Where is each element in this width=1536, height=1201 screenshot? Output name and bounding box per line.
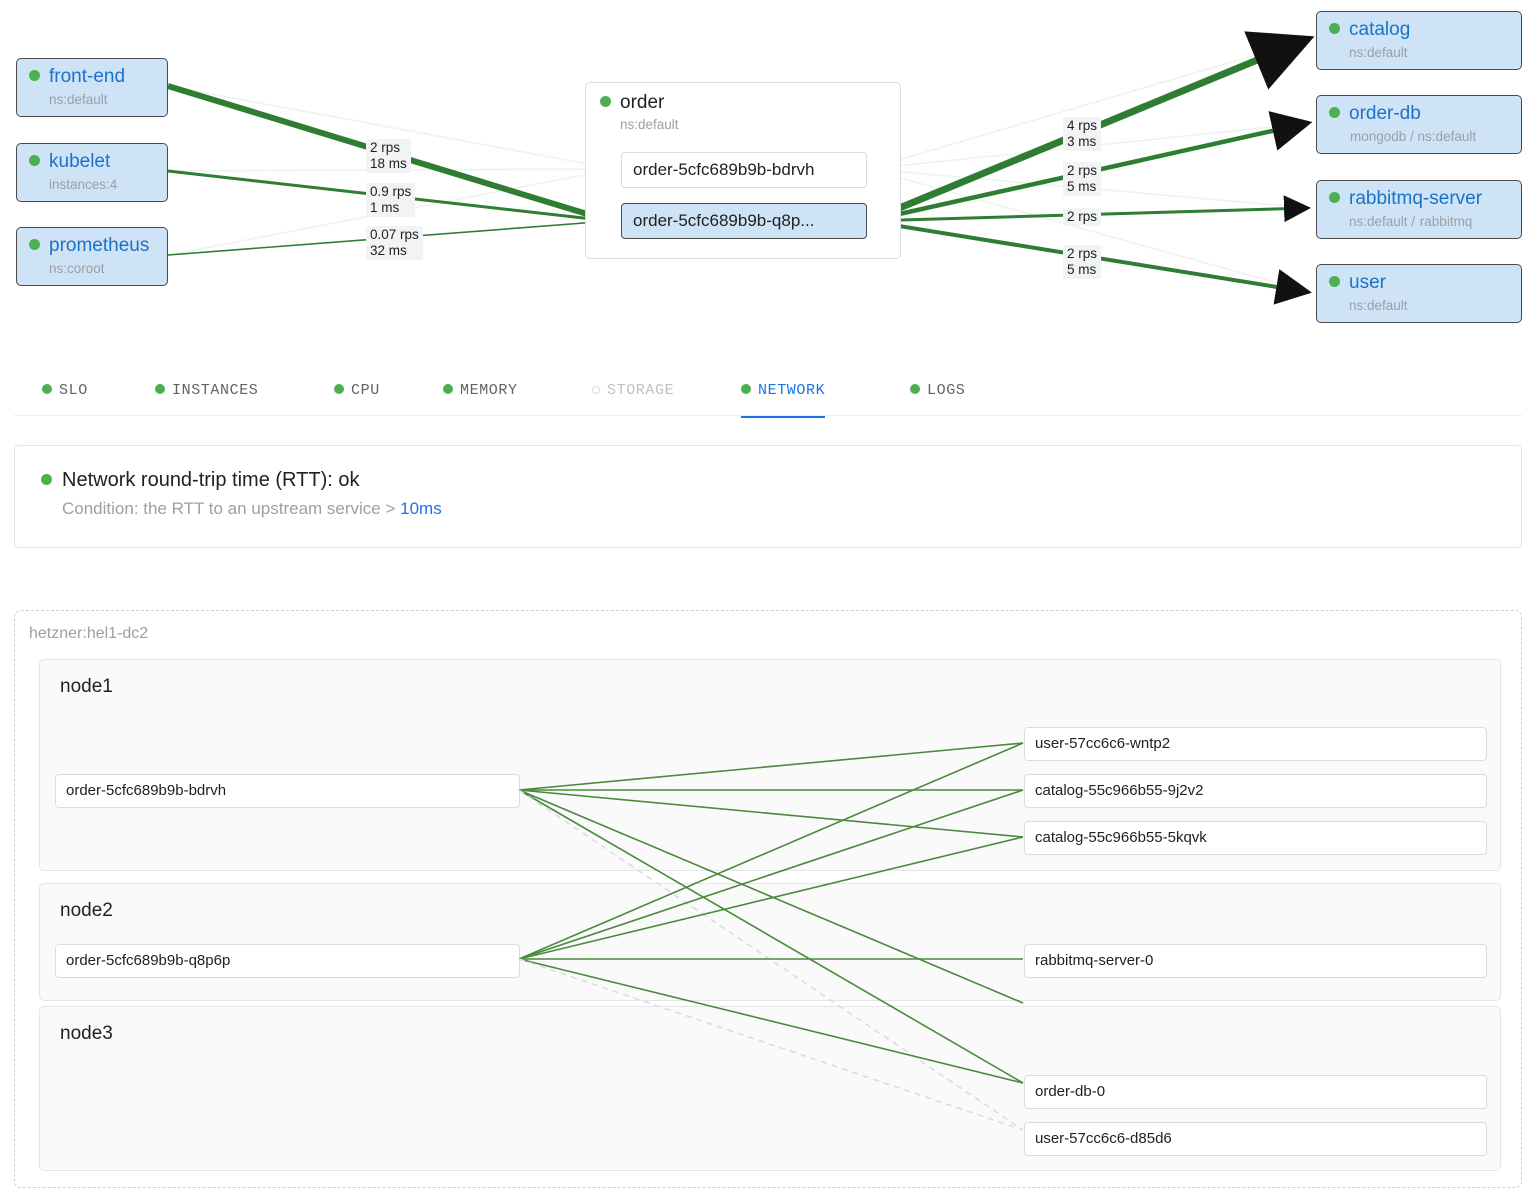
service-node-prometheus[interactable]: prometheus ns:coroot — [16, 227, 168, 286]
status-dot-ok — [443, 384, 453, 394]
tab-cpu[interactable]: CPU — [334, 370, 380, 416]
service-node-subtitle: ns:default / rabbitmq — [1349, 213, 1509, 230]
instance-box-order-q8p[interactable]: order-5cfc689b9b-q8p... — [621, 203, 867, 239]
service-group-order: order ns:default order-5cfc689b9b-bdrvh … — [585, 82, 901, 259]
service-node-order-db[interactable]: order-db mongodb / ns:default — [1316, 95, 1522, 154]
status-dot-ok — [42, 384, 52, 394]
tab-bar: SLO INSTANCES CPU MEMORY STORAGE NETWORK… — [0, 370, 1536, 420]
edge-rps: 0.9 rps — [370, 184, 412, 199]
node-panel-node3: node3 order-db-0 user-57cc6c6-d85d6 — [39, 1006, 1501, 1171]
service-node-title: order-db — [1329, 103, 1509, 125]
service-node-subtitle: ns:default — [1349, 298, 1408, 313]
pod-box-order-bdrvh[interactable]: order-5cfc689b9b-bdrvh — [55, 774, 520, 808]
service-node-subtitle: ns:default — [49, 92, 108, 107]
service-node-title: front-end — [29, 66, 155, 88]
service-node-title: user — [1329, 272, 1509, 294]
edge-label-order-rabbitmq: 2 rps — [1063, 208, 1102, 226]
status-dot-ok — [41, 474, 52, 485]
edge-latency: 32 ms — [370, 243, 407, 258]
pod-box-order-db-0[interactable]: order-db-0 — [1024, 1075, 1487, 1109]
status-dot-ok — [29, 239, 40, 250]
node-title: node1 — [60, 676, 113, 697]
service-node-front-end[interactable]: front-end ns:default — [16, 58, 168, 117]
status-dot-none — [592, 386, 600, 394]
tab-storage[interactable]: STORAGE — [592, 370, 674, 416]
service-node-subtitle: mongodb / ns:default — [1350, 129, 1477, 144]
edge-rps: 2 rps — [370, 140, 401, 155]
service-node-subtitle: instances:4 — [49, 177, 118, 192]
service-group-subtitle: ns:default — [620, 117, 679, 132]
pod-box-rabbitmq-server-0[interactable]: rabbitmq-server-0 — [1024, 944, 1487, 978]
service-node-title: prometheus — [29, 235, 155, 257]
rabbitmq-ns-text: ns:default / — [1349, 214, 1419, 229]
service-map: front-end ns:default kubelet instances:4… — [0, 0, 1536, 345]
status-dot-ok — [910, 384, 920, 394]
edge-label-front-end-order: 2 rps 18 ms — [366, 139, 411, 173]
pod-box-catalog-5kqvk[interactable]: catalog-55c966b55-5kqvk — [1024, 821, 1487, 855]
tab-network[interactable]: NETWORK — [741, 370, 826, 418]
status-dot-ok — [1329, 192, 1340, 203]
status-threshold-link[interactable]: 10ms — [400, 499, 442, 518]
status-dot-ok — [155, 384, 165, 394]
edge-rps: 2 rps — [1067, 163, 1098, 178]
tab-bar-divider — [14, 415, 1522, 416]
edge-latency: 3 ms — [1067, 134, 1097, 149]
node-title: node3 — [60, 1023, 113, 1044]
edge-label-order-user: 2 rps 5 ms — [1063, 245, 1102, 279]
status-condition-text: Condition: the RTT to an upstream servic… — [62, 499, 396, 518]
status-dot-ok — [741, 384, 751, 394]
service-node-title: catalog — [1329, 19, 1509, 41]
service-node-user[interactable]: user ns:default — [1316, 264, 1522, 323]
status-dot-ok — [1329, 276, 1340, 287]
edge-label-order-catalog: 4 rps 3 ms — [1063, 117, 1102, 151]
edge-rps: 4 rps — [1067, 118, 1098, 133]
node-panel-node2: node2 order-5cfc689b9b-q8p6p rabbitmq-se… — [39, 883, 1501, 1001]
service-node-title: rabbitmq-server — [1329, 188, 1509, 210]
datacenter-label: hetzner:hel1-dc2 — [29, 625, 149, 642]
edge-rps: 2 rps — [1067, 209, 1098, 224]
node-map: hetzner:hel1-dc2 node1 order-5cfc689b9b-… — [14, 610, 1522, 1188]
status-condition: Condition: the RTT to an upstream servic… — [62, 499, 1521, 519]
status-dot-ok — [334, 384, 344, 394]
status-dot-ok — [1329, 107, 1340, 118]
edge-label-order-order-db: 2 rps 5 ms — [1063, 162, 1102, 196]
edge-rps: 0.07 rps — [370, 227, 419, 242]
pod-box-user-wntp2[interactable]: user-57cc6c6-wntp2 — [1024, 727, 1487, 761]
node-panel-node1: node1 order-5cfc689b9b-bdrvh user-57cc6c… — [39, 659, 1501, 871]
service-node-rabbitmq-server[interactable]: rabbitmq-server ns:default / rabbitmq — [1316, 180, 1522, 239]
service-node-subtitle: ns:coroot — [49, 261, 105, 276]
service-node-title: kubelet — [29, 151, 155, 173]
service-group-title: order — [600, 92, 900, 114]
network-rtt-status-card: Network round-trip time (RTT): ok Condit… — [14, 445, 1522, 548]
pod-box-order-q8p6p[interactable]: order-5cfc689b9b-q8p6p — [55, 944, 520, 978]
service-node-kubelet[interactable]: kubelet instances:4 — [16, 143, 168, 202]
tab-memory[interactable]: MEMORY — [443, 370, 518, 416]
edge-latency: 5 ms — [1067, 179, 1097, 194]
service-node-subtitle: ns:default — [1349, 45, 1408, 60]
edge-latency: 1 ms — [370, 200, 400, 215]
tab-instances[interactable]: INSTANCES — [155, 370, 258, 416]
status-dot-ok — [29, 70, 40, 81]
service-node-catalog[interactable]: catalog ns:default — [1316, 11, 1522, 70]
rabbitmq-queue-text: rabbitmq — [1419, 214, 1473, 229]
instance-box-order-bdrvh[interactable]: order-5cfc689b9b-bdrvh — [621, 152, 867, 188]
status-title: Network round-trip time (RTT): ok — [41, 468, 1521, 492]
status-dot-ok — [29, 155, 40, 166]
tab-logs[interactable]: LOGS — [910, 370, 965, 416]
active-tab-underline — [741, 415, 826, 418]
edge-label-kubelet-order: 0.9 rps 1 ms — [366, 183, 416, 217]
pod-box-user-d85d6[interactable]: user-57cc6c6-d85d6 — [1024, 1122, 1487, 1156]
pod-box-catalog-9j2v2[interactable]: catalog-55c966b55-9j2v2 — [1024, 774, 1487, 808]
edge-rps: 2 rps — [1067, 246, 1098, 261]
status-dot-ok — [600, 96, 611, 107]
edge-label-prometheus-order: 0.07 rps 32 ms — [366, 226, 423, 260]
edge-latency: 5 ms — [1067, 262, 1097, 277]
node-title: node2 — [60, 900, 113, 921]
tab-slo[interactable]: SLO — [42, 370, 88, 416]
status-dot-ok — [1329, 23, 1340, 34]
edge-latency: 18 ms — [370, 156, 407, 171]
